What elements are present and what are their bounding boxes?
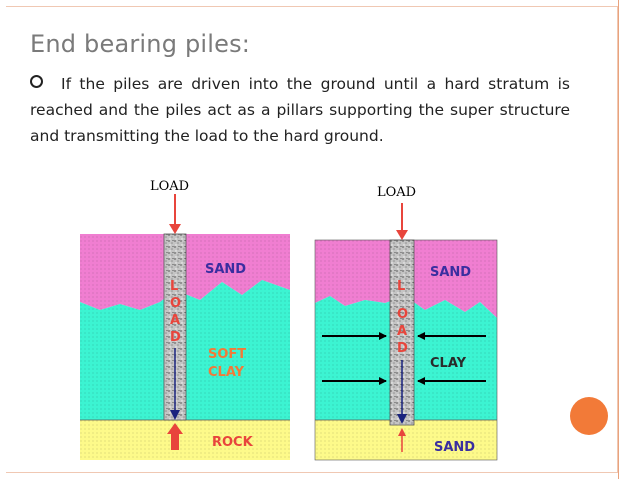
left-pile-letter-a: A [170,313,180,328]
left-pile-letter-l: L [170,279,178,294]
right-sand-label: SAND [430,265,471,280]
right-sand-bottom-label: SAND [434,440,475,455]
slide-title: End bearing piles: [30,30,251,58]
left-sand-label: SAND [205,262,246,277]
slide-body: If the piles are driven into the ground … [30,71,570,149]
right-pile-letter-o: O [397,307,408,322]
left-pile-letter-o: O [170,296,181,311]
bullet-icon [30,75,43,88]
left-soft-label: SOFT [208,347,246,362]
slide-body-text: If the piles are driven into the ground … [30,75,570,145]
left-clay-label: CLAY [208,365,245,380]
right-load-label: LOAD [377,185,416,200]
slide-border [6,6,618,473]
slide-border-accent [618,0,619,479]
right-pile-letter-a: A [397,324,407,339]
right-pile-letter-l: L [397,279,405,294]
left-reaction-arrow [167,423,183,450]
left-pile-letter-d: D [170,330,181,345]
right-pile-letter-d: D [397,341,408,356]
left-rock-label: ROCK [212,435,254,450]
left-load-label: LOAD [150,179,189,194]
decorative-orange-circle [570,397,608,435]
right-diagram [314,203,498,461]
right-clay-label: CLAY [430,356,467,371]
left-diagram [80,194,290,460]
